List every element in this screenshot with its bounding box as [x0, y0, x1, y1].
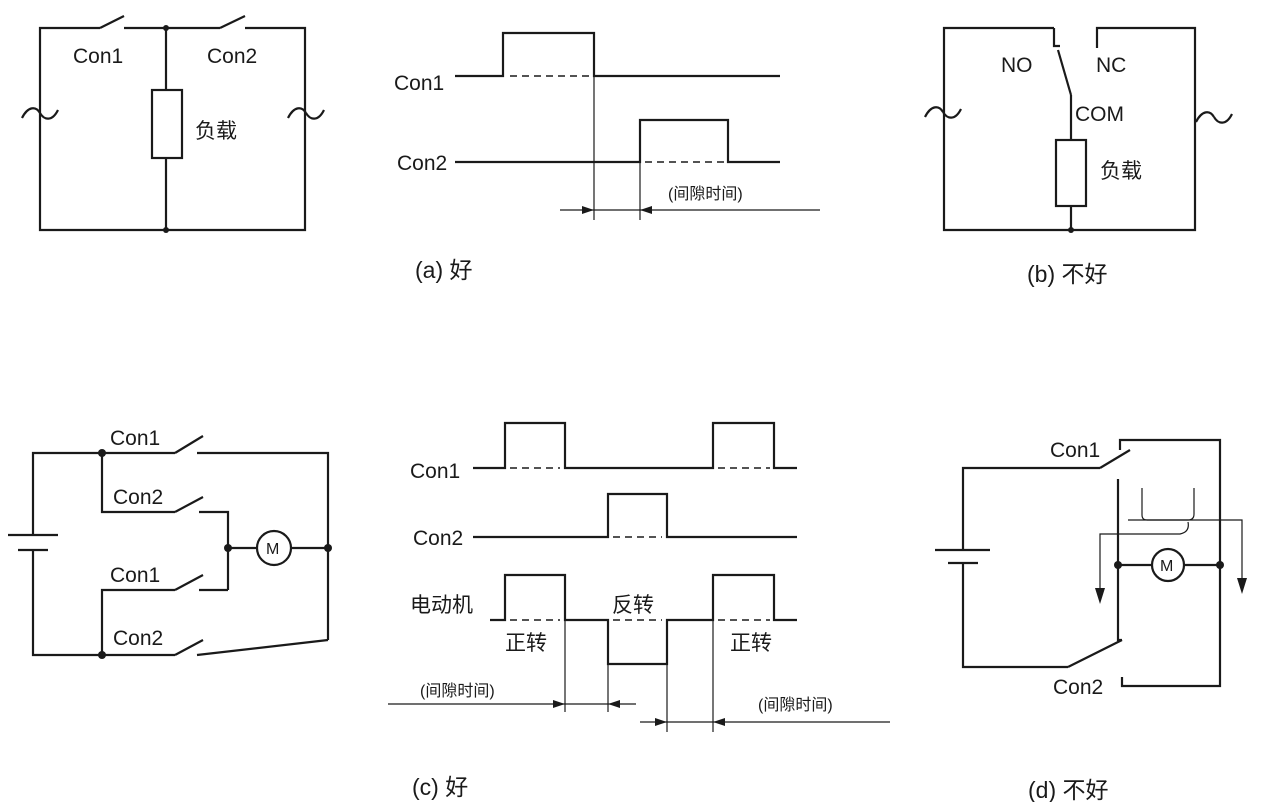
- timing-c-motor: 电动机: [410, 594, 473, 617]
- gap-time-c-left: (间隙时间): [420, 682, 495, 700]
- ac-source-right-a: [287, 107, 307, 119]
- label-con1-c-top: Con1: [110, 427, 160, 450]
- caption-b: (b) 不好: [1027, 261, 1108, 287]
- label-con2-d: Con2: [1053, 676, 1103, 699]
- caption-c: (c) 好: [412, 774, 468, 800]
- reverse-label: 反转: [612, 594, 654, 617]
- label-nc: NC: [1096, 54, 1126, 77]
- motor-label-d: M: [1160, 558, 1173, 575]
- label-load-b: 负载: [1100, 160, 1142, 183]
- circuit-d: Con1 Con2 M (d) 不好: [935, 438, 1247, 802]
- label-con2-c-top: Con2: [113, 486, 163, 509]
- caption-d: (d) 不好: [1028, 777, 1109, 802]
- load-resistor-a: [150, 88, 184, 160]
- timing-a: Con1 Con2 (间隙时间) (a) 好: [394, 31, 820, 283]
- label-com: COM: [1075, 103, 1124, 126]
- label-con1-c-bottom: Con1: [110, 564, 160, 587]
- timing-a-con1: Con1: [394, 72, 444, 95]
- label-con1-d: Con1: [1050, 439, 1100, 462]
- label-load-a: 负载: [195, 120, 237, 143]
- timing-a-con2: Con2: [397, 152, 447, 175]
- timing-c: Con1 Con2 电动机 正转 反转 正转 (间隙时间) (间隙时间) (c)…: [388, 421, 890, 800]
- circuit-a: Con1 Con2 负载: [21, 15, 325, 233]
- forward-label-1: 正转: [505, 632, 547, 655]
- motor-label-c: M: [266, 541, 279, 558]
- caption-a: (a) 好: [415, 257, 473, 283]
- circuit-c: Con1 Con2 Con1 Con2 M: [8, 427, 332, 659]
- timing-c-con2: Con2: [413, 527, 463, 550]
- timing-c-con1: Con1: [410, 460, 460, 483]
- forward-label-2: 正转: [730, 632, 772, 655]
- gap-time-c-right: (间隙时间): [758, 696, 833, 714]
- label-con2-a: Con2: [207, 45, 257, 68]
- label-con1-a: Con1: [73, 45, 123, 68]
- circuit-b: NO NC COM 负载 (b) 不好: [924, 26, 1233, 287]
- gap-time-a: (间隙时间): [668, 185, 743, 203]
- label-con2-c-bottom: Con2: [113, 627, 163, 650]
- load-resistor-b: [1054, 138, 1088, 208]
- ac-source-left-a: [21, 107, 41, 119]
- label-no: NO: [1001, 54, 1033, 77]
